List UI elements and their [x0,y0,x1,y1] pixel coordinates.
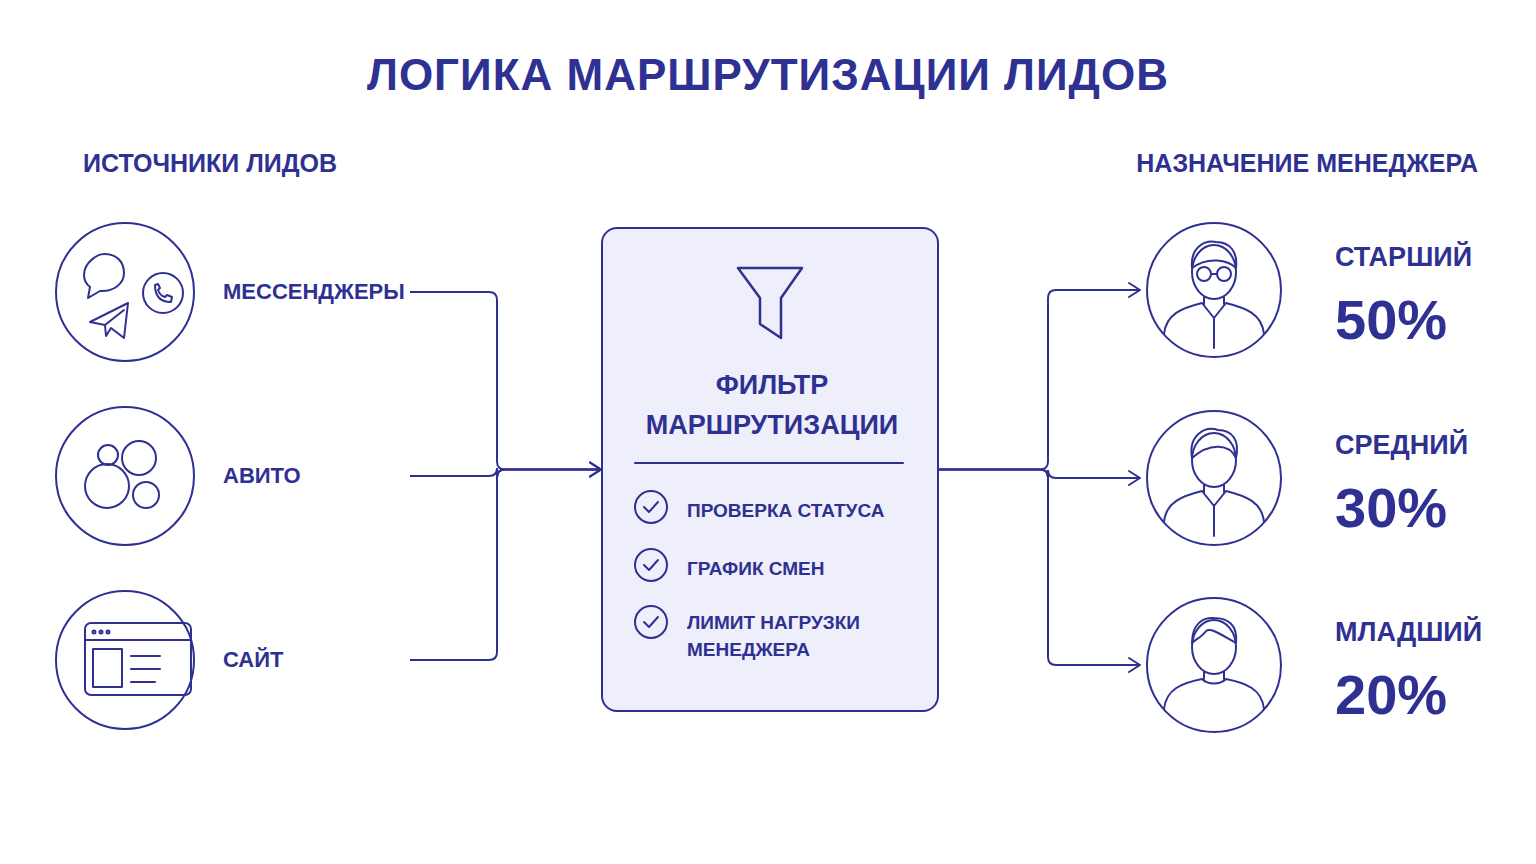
connector [410,292,601,477]
diagram-title: ЛОГИКА МАРШРУТИЗАЦИИ ЛИДОВ [0,50,1536,100]
share-percent: 50% [1335,290,1447,350]
manager-node: СРЕДНИЙ 30% [1140,410,1490,546]
check-item: ЛИМИТ НАГРУЗКИ МЕНЕДЖЕРА [687,609,887,663]
circle-shape [56,407,194,545]
circle-shape [1147,223,1281,357]
circle-shape [1147,411,1281,545]
filter-box: ФИЛЬТР МАРШРУТИЗАЦИИ ПРОВЕРКА СТАТУСА ГРАФ… [601,227,939,712]
connector-line [939,290,1140,470]
source-node: САЙТ [55,590,410,730]
share-percent: 20% [1335,665,1447,725]
connector-line [410,292,601,470]
filter-heading: ФИЛЬТР МАРШРУТИЗАЦИИ [643,365,901,445]
source-label: МЕССЕНДЖЕРЫ [223,279,405,305]
connector-line [410,470,601,661]
source-label: АВИТО [223,463,301,489]
circle-shape [56,591,194,729]
arrow-head [1129,283,1140,297]
arrow-head [590,463,601,477]
share-percent: 30% [1335,478,1447,538]
check-item: ГРАФИК СМЕН [687,555,887,582]
connector [939,470,1140,486]
connector [410,463,601,661]
source-node: МЕССЕНДЖЕРЫ [55,222,410,362]
connector [939,470,1140,673]
manager-rank: СТАРШИЙ [1335,242,1472,272]
check-item: ПРОВЕРКА СТАТУСА [687,497,887,524]
connector-line [939,470,1140,479]
manager-rank: СРЕДНИЙ [1335,430,1468,460]
manager-node: СТАРШИЙ 50% [1140,222,1490,358]
manager-rank: МЛАДШИЙ [1335,617,1482,647]
connector [939,283,1140,470]
source-node: АВИТО [55,406,410,546]
source-label: САЙТ [223,647,283,673]
arrow-head [1129,658,1140,672]
circle-shape [56,223,194,361]
arrow-head [1129,471,1140,485]
connector-line [939,470,1140,666]
manager-node: МЛАДШИЙ 20% [1140,597,1490,733]
circle-shape [1147,598,1281,732]
column-heading: ИСТОЧНИКИ ЛИДОВ [83,148,337,178]
column-heading: НАЗНАЧЕНИЕ МЕНЕДЖЕРА [1136,148,1478,178]
